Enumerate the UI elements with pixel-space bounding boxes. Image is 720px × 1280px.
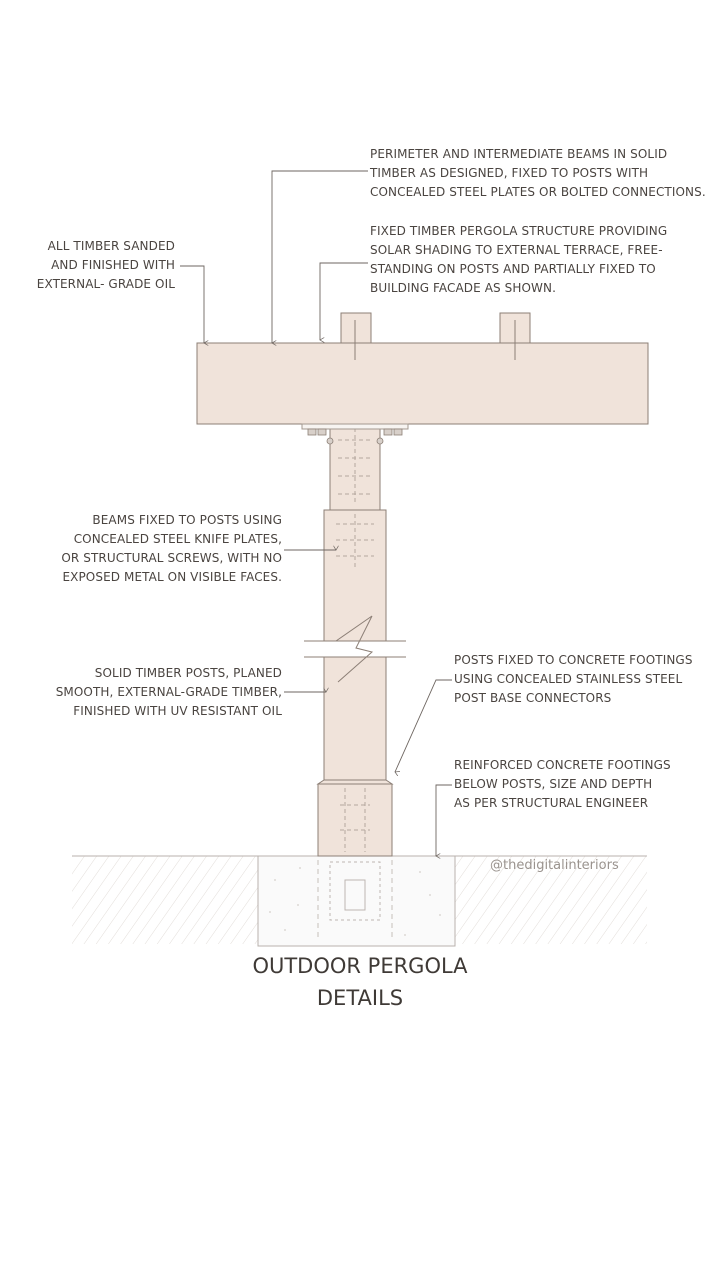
annotation-posts-line-3: FINISHED WITH UV RESISTANT OIL: [73, 704, 282, 718]
annotation-beams: PERIMETER AND INTERMEDIATE BEAMS IN SOLI…: [370, 145, 706, 202]
ground-section: [72, 855, 647, 947]
post-base-connector: [329, 861, 381, 921]
annotation-structure-line-2: SOLAR SHADING TO EXTERNAL TERRACE, FREE-: [370, 243, 663, 257]
annotation-timber: ALL TIMBER SANDED AND FINISHED WITH EXTE…: [37, 237, 175, 294]
annotation-timber-line-1: ALL TIMBER SANDED: [47, 239, 175, 253]
ground-hatch-left: [72, 856, 258, 944]
concrete-footing: [257, 855, 456, 947]
annotation-fixing-line-4: EXPOSED METAL ON VISIBLE FACES.: [62, 570, 282, 584]
annotation-structure-line-3: STANDING ON POSTS AND PARTIALLY FIXED TO: [370, 262, 656, 276]
leader-lines: [180, 170, 452, 856]
annotation-footings-line-3: AS PER STRUCTURAL ENGINEER: [454, 796, 649, 810]
drawing-title: OUTDOOR PERGOLA DETAILS: [160, 950, 560, 1014]
annotation-fixing-line-3: OR STRUCTURAL SCREWS, WITH NO: [61, 551, 282, 565]
annotation-connectors-line-3: POST BASE CONNECTORS: [454, 691, 612, 705]
footing-speckle: [269, 867, 441, 936]
bolt-heads: [307, 428, 403, 445]
upper-post: [329, 423, 381, 511]
annotation-footings-line-1: REINFORCED CONCRETE FOOTINGS: [454, 758, 671, 772]
annotation-footings-line-2: BELOW POSTS, SIZE AND DEPTH: [454, 777, 653, 791]
annotation-connectors: POSTS FIXED TO CONCRETE FOOTINGS USING C…: [454, 651, 693, 708]
annotation-posts-line-2: SMOOTH, EXTERNAL-GRADE TIMBER,: [55, 685, 282, 699]
annotation-connectors-line-1: POSTS FIXED TO CONCRETE FOOTINGS: [454, 653, 693, 667]
leader-connectors: [395, 679, 452, 772]
annotation-footings: REINFORCED CONCRETE FOOTINGS BELOW POSTS…: [454, 756, 671, 813]
main-beam: [196, 312, 649, 445]
annotation-fixing-line-1: BEAMS FIXED TO POSTS USING: [92, 513, 282, 527]
break-zigzag: [335, 615, 374, 683]
annotation-beams-line-1: PERIMETER AND INTERMEDIATE BEAMS IN SOLI…: [370, 147, 668, 161]
annotation-timber-line-3: EXTERNAL- GRADE OIL: [36, 277, 175, 291]
secondary-beam-left: [340, 312, 372, 344]
annotation-timber-line-2: AND FINISHED WITH: [51, 258, 175, 272]
leader-timber: [180, 265, 204, 343]
annotation-beams-line-2: TIMBER AS DESIGNED, FIXED TO POSTS WITH: [370, 166, 649, 180]
annotation-fixing: BEAMS FIXED TO POSTS USING CONCEALED STE…: [61, 511, 282, 587]
watermark: @thedigitalinteriors: [490, 858, 619, 873]
knife-plate-dashes-main: [336, 514, 374, 570]
break-gap: [300, 641, 410, 657]
annotation-connectors-line-2: USING CONCEALED STAINLESS STEEL: [454, 672, 683, 686]
knife-plate-dashes-upper: [338, 428, 372, 505]
drawing-title-line-1: OUTDOOR PERGOLA: [252, 954, 468, 978]
lower-post-body: [317, 783, 393, 857]
ground-hatch-right: [455, 856, 647, 944]
lower-post: [316, 779, 394, 857]
annotation-beams-line-3: CONCEALED STEEL PLATES OR BOLTED CONNECT…: [370, 185, 706, 199]
main-post: [300, 509, 410, 781]
lower-connector-dashes: [340, 788, 370, 852]
annotation-posts-line-1: SOLID TIMBER POSTS, PLANED: [94, 666, 282, 680]
annotation-structure-line-1: FIXED TIMBER PERGOLA STRUCTURE PROVIDING: [370, 224, 668, 238]
annotation-fixing-line-2: CONCEALED STEEL KNIFE PLATES,: [73, 532, 282, 546]
leader-beams: [272, 170, 368, 343]
leader-footings: [436, 784, 452, 856]
post-base-transition: [316, 779, 394, 785]
bearing-plate: [301, 423, 409, 430]
annotation-structure: FIXED TIMBER PERGOLA STRUCTURE PROVIDING…: [370, 222, 667, 298]
beam-body: [196, 342, 649, 425]
annotation-posts: SOLID TIMBER POSTS, PLANED SMOOTH, EXTER…: [56, 664, 282, 721]
drawing-title-line-2: DETAILS: [316, 986, 404, 1010]
annotation-structure-line-4: BUILDING FACADE AS SHOWN.: [370, 281, 557, 295]
leader-structure: [320, 262, 368, 340]
base-plate-detail: [344, 879, 366, 911]
